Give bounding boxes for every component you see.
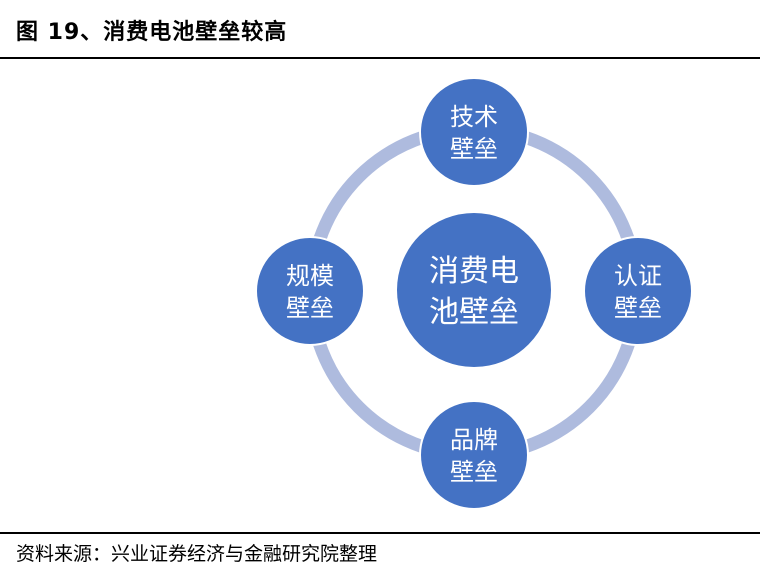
center-node: 消费电 池壁垒 (395, 211, 553, 369)
node-tech-line1: 技术 (450, 103, 498, 131)
bottom-divider (0, 532, 760, 534)
node-cert: 认证 壁垒 (583, 236, 693, 346)
node-brand: 品牌 壁垒 (419, 400, 529, 510)
center-node-line2: 池壁垒 (429, 295, 519, 330)
node-cert-line1: 认证 (614, 262, 662, 290)
source-note: 资料来源：兴业证券经济与金融研究院整理 (16, 543, 378, 565)
node-tech: 技术 壁垒 (419, 77, 529, 187)
figure-title: 图 19、消费电池壁垒较高 (16, 20, 288, 45)
node-brand-line2: 壁垒 (450, 458, 498, 486)
node-scale-line1: 规模 (286, 262, 334, 290)
node-tech-line2: 壁垒 (450, 135, 498, 163)
top-divider (0, 57, 760, 59)
node-scale-line2: 壁垒 (286, 294, 334, 322)
node-scale: 规模 壁垒 (255, 236, 365, 346)
node-cert-line2: 壁垒 (614, 294, 662, 322)
center-node-line1: 消费电 (429, 254, 519, 289)
node-brand-line1: 品牌 (450, 426, 498, 454)
